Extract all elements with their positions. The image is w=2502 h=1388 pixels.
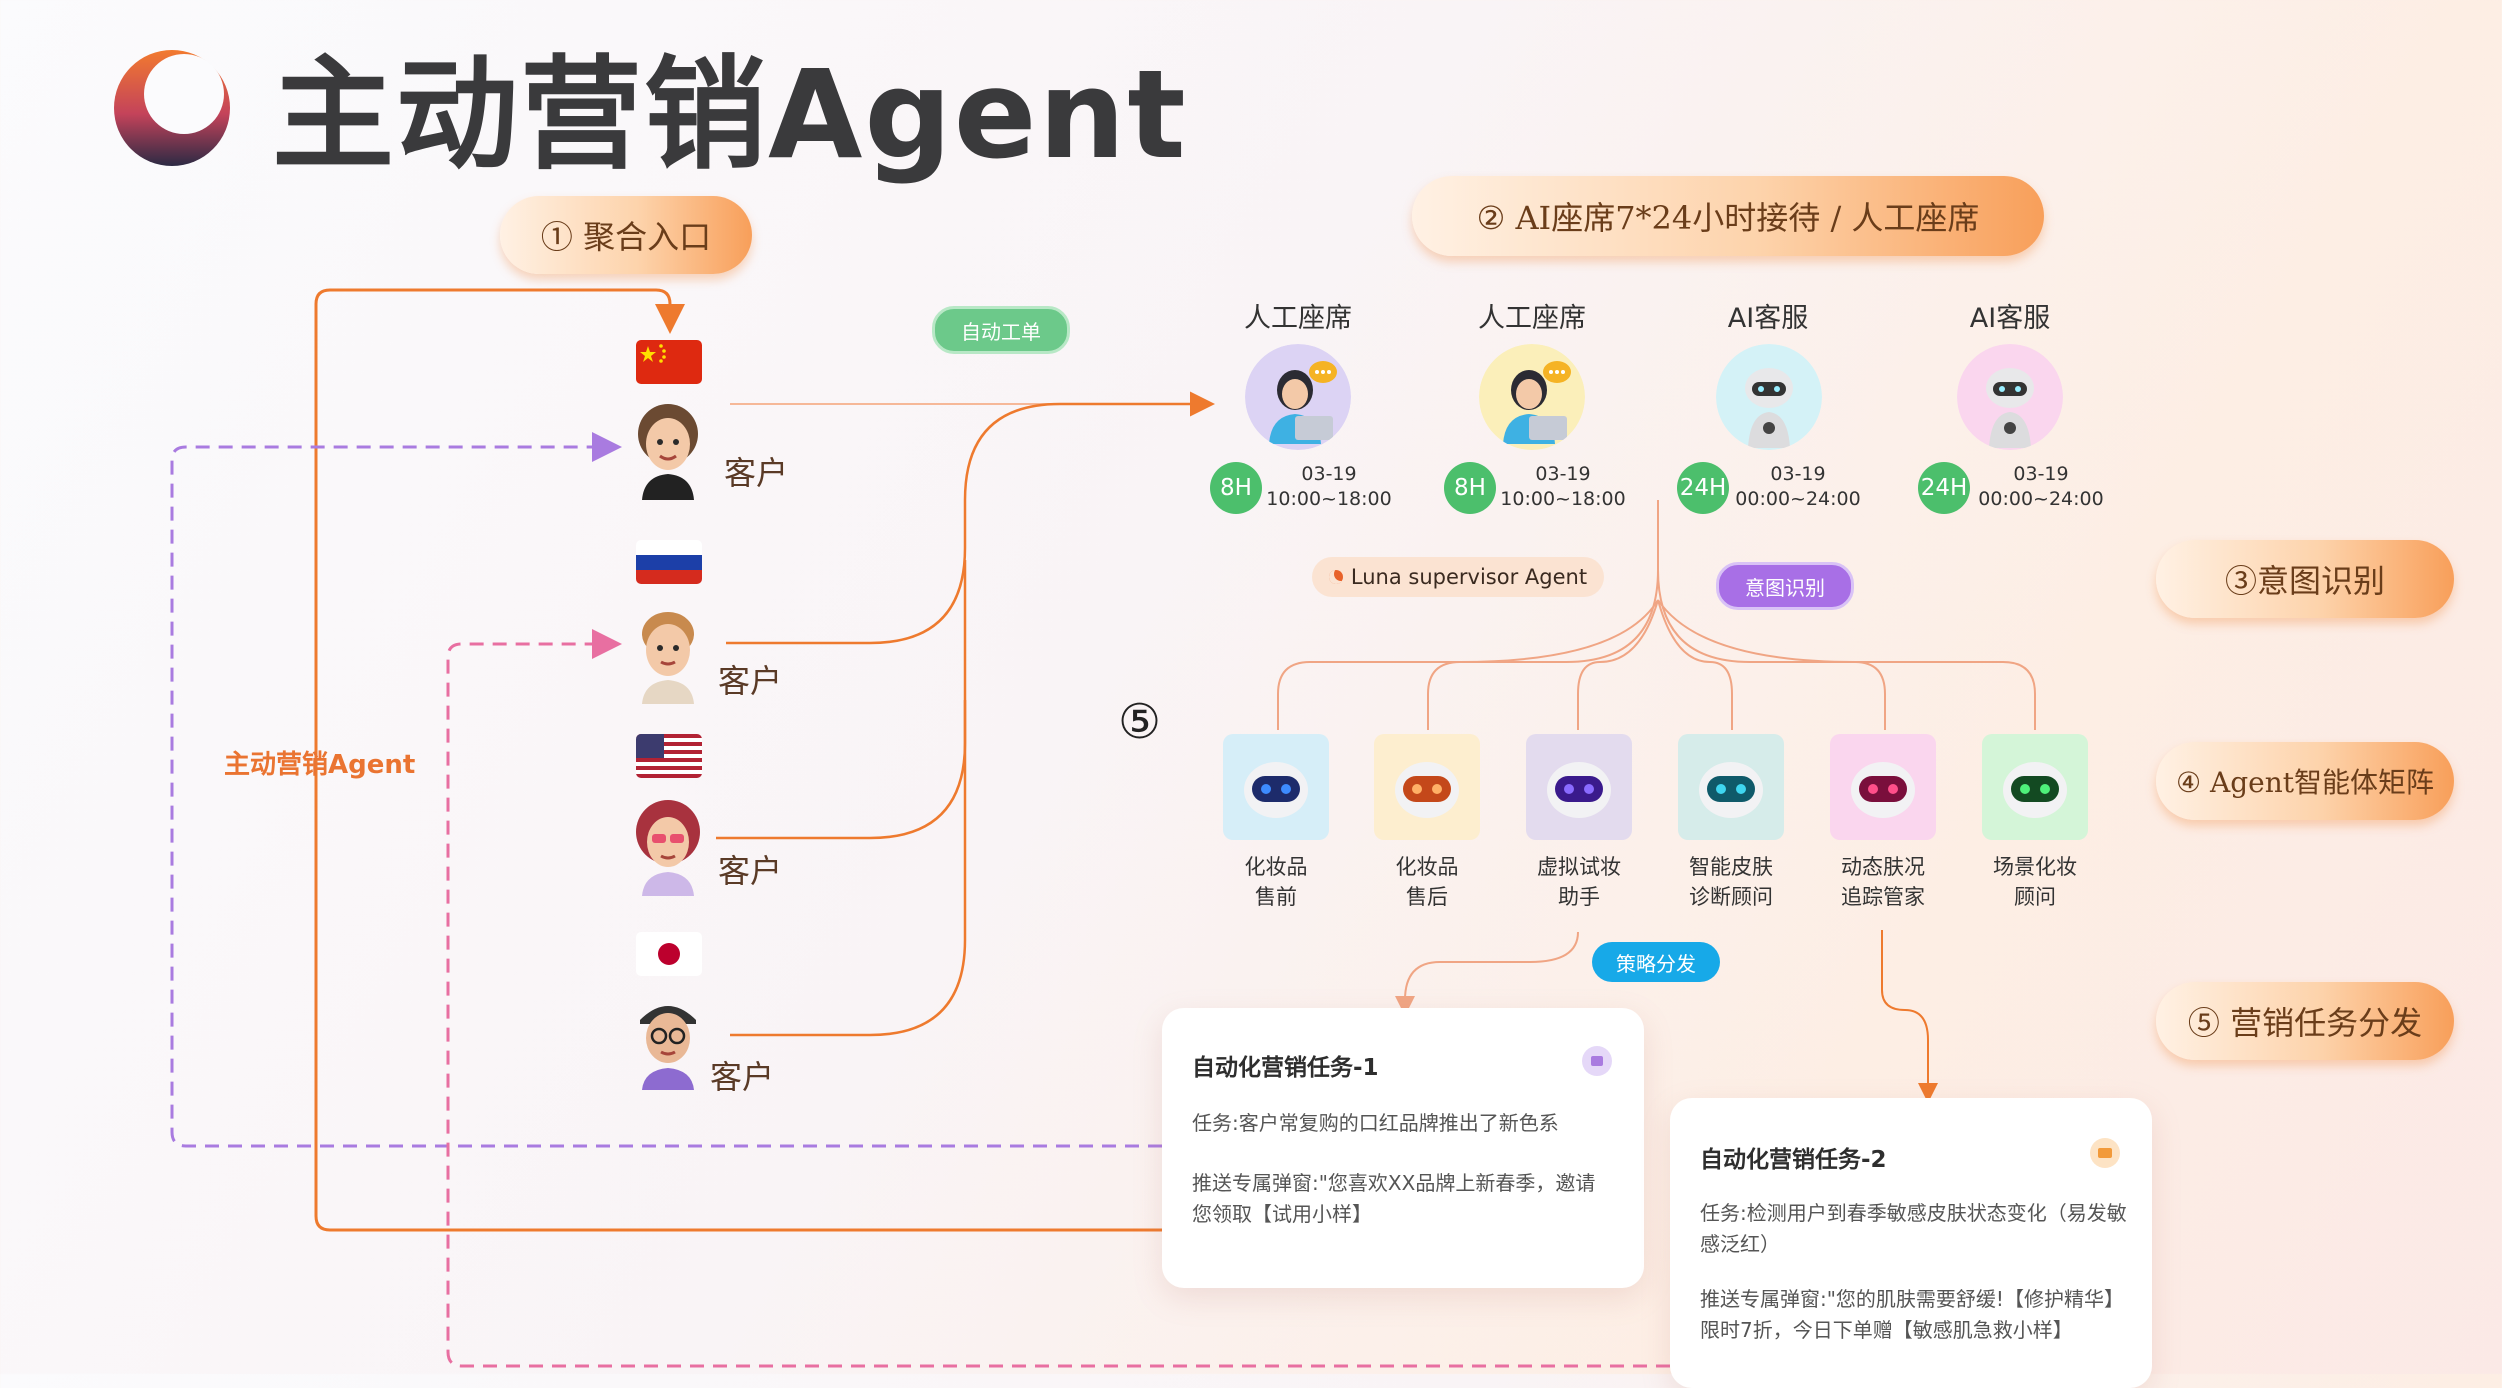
agent-label-4-line2: 诊断顾问	[1689, 885, 1773, 909]
customer-label-3: 客户	[718, 852, 783, 890]
seat-date-4: 03-19	[2013, 463, 2069, 485]
seat-date-3: 03-19	[1770, 463, 1826, 485]
agent-label-2: 化妆品 售后	[1357, 852, 1497, 912]
agent-label-1: 化妆品 售前	[1206, 852, 1346, 912]
tree-b5	[1657, 599, 1886, 730]
seat-title-1: 人工座席	[1244, 303, 1352, 334]
ai-robot-avatar-2	[1957, 344, 2063, 450]
agent-label-2-line1: 化妆品	[1395, 855, 1459, 879]
supervisor-agent-tag: Luna supervisor Agent	[1312, 557, 1604, 597]
auto-ticket-tag: 自动工单	[932, 306, 1070, 354]
seat-title-4: AI客服	[1969, 303, 2051, 334]
agent-label-2-line2: 售后	[1406, 885, 1448, 909]
agent-label-5-line2: 追踪管家	[1841, 885, 1925, 909]
seat-time-2: 10:00~18:00	[1500, 488, 1626, 510]
agent-box-2	[1374, 734, 1480, 840]
customer-trunk	[726, 391, 1215, 645]
hours-badge-3: 24H	[1677, 462, 1729, 514]
strategy-dispatch-tag: 策略分发	[1592, 942, 1720, 982]
human-agent-avatar-1	[1245, 344, 1351, 450]
human-agent-avatar-2	[1479, 344, 1585, 450]
hours-badge-4: 24H	[1918, 462, 1970, 514]
customer-label-1: 客户	[724, 454, 789, 492]
agent-box-1	[1223, 734, 1329, 840]
hours-badge-2: 8H	[1444, 462, 1496, 514]
task-card-2-title: 自动化营销任务-2	[1700, 1147, 1887, 1173]
agent-box-3	[1526, 734, 1632, 840]
robot-icon	[1851, 762, 1915, 818]
agent-label-3-line2: 助手	[1558, 885, 1600, 909]
agent-label-3: 虚拟试妆 助手	[1509, 852, 1649, 912]
agent-label-4-line1: 智能皮肤	[1689, 855, 1773, 879]
task-card-1-task: 任务:客户常复购的口红品牌推出了新色系	[1192, 1111, 1559, 1135]
agent-label-5-line1: 动态肤况	[1841, 855, 1925, 879]
agent-label-4: 智能皮肤 诊断顾问	[1661, 852, 1801, 912]
agent-box-5	[1830, 734, 1936, 840]
customer-label-2: 客户	[718, 662, 783, 700]
customer-avatar-2	[642, 612, 694, 704]
agent-to-task2	[1881, 930, 1938, 1103]
china-flag-icon	[636, 340, 702, 384]
task-card-2-push: 推送专属弹窗:"您的肌肤需要舒缓!【修护精华】限时7折，今日下单赠【敏感肌急救小…	[1700, 1287, 2124, 1342]
russia-flag-icon	[636, 540, 702, 584]
seat-title-2: 人工座席	[1478, 303, 1586, 334]
moon-icon	[1328, 570, 1343, 584]
agent-box-6	[1982, 734, 2088, 840]
tree-b3	[1577, 599, 1659, 730]
robot-icon	[1547, 762, 1611, 818]
tree-b4	[1657, 599, 1733, 730]
agent-to-task1	[1395, 931, 1579, 1016]
intent-recognition-tag: 意图识别	[1716, 562, 1854, 610]
seat-title-3: AI客服	[1727, 303, 1809, 334]
agent-label-1-line1: 化妆品	[1244, 855, 1308, 879]
side-agent-label: 主动营销Agent	[224, 750, 416, 780]
robot-icon	[2003, 762, 2067, 818]
robot-icon	[1244, 762, 1308, 818]
step-1-pill: ① 聚合入口	[500, 196, 752, 274]
agent-label-6-line1: 场景化妆	[1993, 855, 2077, 879]
seat-time-4: 00:00~24:00	[1978, 488, 2104, 510]
agent-label-5: 动态肤况 追踪管家	[1813, 852, 1953, 912]
seat-time-1: 10:00~18:00	[1266, 488, 1392, 510]
robot-icon	[1395, 762, 1459, 818]
coupon-icon	[2090, 1138, 2120, 1168]
seat-time-3: 00:00~24:00	[1735, 488, 1861, 510]
step-2-pill: ② AI座席7*24小时接待 / 人工座席	[1412, 176, 2044, 256]
step-5-pill: ⑤ 营销任务分发	[2156, 982, 2454, 1060]
task-card-1-title: 自动化营销任务-1	[1192, 1055, 1379, 1081]
seat-schedule-4: 03-19 00:00~24:00	[1966, 462, 2116, 512]
message-icon	[1582, 1046, 1612, 1076]
seat-schedule-1: 03-19 10:00~18:00	[1254, 462, 1404, 512]
agent-label-1-line2: 售前	[1255, 885, 1297, 909]
agent-label-3-line1: 虚拟试妆	[1537, 855, 1621, 879]
agent-box-4	[1678, 734, 1784, 840]
customer-avatar-3	[636, 800, 700, 896]
seat-date-1: 03-19	[1301, 463, 1357, 485]
customer-avatar-1	[638, 404, 698, 500]
step-5-marker: ⑤	[1118, 694, 1162, 750]
robot-icon	[1699, 762, 1763, 818]
page-title: 主动营销Agent	[272, 44, 1188, 186]
tree-b2	[1427, 599, 1659, 730]
seat-schedule-3: 03-19 00:00~24:00	[1723, 462, 1873, 512]
step-3-pill: ③意图识别	[2156, 540, 2454, 618]
seat-date-2: 03-19	[1535, 463, 1591, 485]
task-card-2-task: 任务:检测用户到春季敏感皮肤状态变化（易发敏感泛红）	[1700, 1201, 2127, 1256]
supervisor-agent-label: Luna supervisor Agent	[1350, 565, 1588, 589]
japan-flag-icon	[636, 932, 702, 976]
task-card-1: 自动化营销任务-1 任务:客户常复购的口红品牌推出了新色系 推送专属弹窗:"您喜…	[1162, 1008, 1644, 1288]
customer-label-4: 客户	[710, 1058, 775, 1096]
tree-trunk	[1277, 500, 1659, 730]
luna-logo-icon	[114, 50, 230, 166]
ai-robot-avatar-1	[1716, 344, 1822, 450]
agent-label-6-line2: 顾问	[2014, 885, 2056, 909]
customer-avatar-4	[640, 1006, 696, 1090]
step-4-pill: ④ Agent智能体矩阵	[2156, 742, 2454, 820]
usa-flag-icon	[636, 734, 702, 778]
agent-label-6: 场景化妆 顾问	[1965, 852, 2105, 912]
hours-badge-1: 8H	[1210, 462, 1262, 514]
seat-schedule-2: 03-19 10:00~18:00	[1488, 462, 1638, 512]
task-card-1-push: 推送专属弹窗:"您喜欢XX品牌上新春季，邀请您领取【试用小样】	[1192, 1171, 1596, 1226]
task-card-2: 自动化营销任务-2 任务:检测用户到春季敏感皮肤状态变化（易发敏感泛红） 推送专…	[1670, 1098, 2152, 1388]
